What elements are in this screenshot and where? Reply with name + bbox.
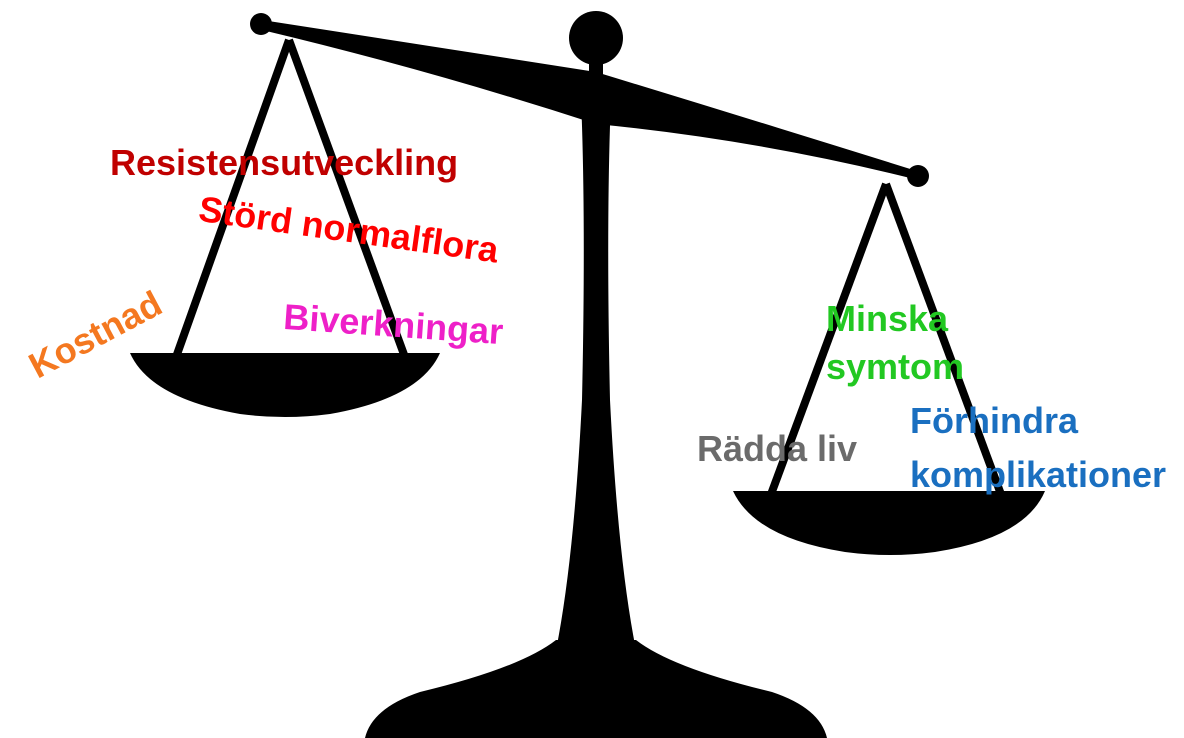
label-forhindra-line-1: Förhindra [910, 400, 1078, 441]
beam-end-right [907, 165, 929, 187]
scale-base [365, 640, 827, 738]
label-forhindra-line-2: komplikationer [910, 454, 1167, 495]
scale-beam [262, 20, 920, 180]
label-minska-line-1: Minska [826, 298, 949, 339]
label-radda-liv: Rädda liv [697, 428, 858, 469]
label-minska-line-2: symtom [826, 346, 965, 387]
beam-end-left [250, 13, 272, 35]
left-pan-string-left [171, 38, 293, 362]
scale-pillar [556, 98, 636, 650]
left-pan-string-right [285, 38, 410, 362]
right-pan-string-right [882, 182, 1006, 499]
scale-finial [569, 11, 623, 65]
right-pan-string-left [766, 182, 890, 499]
label-forhindra-komplikationer: Förhindra komplikationer [910, 394, 1166, 502]
label-minska-symtom: Minska symtom [826, 295, 964, 391]
right-pan [733, 491, 1045, 555]
left-pan [130, 353, 440, 417]
label-resistensutveckling: Resistensutveckling [110, 142, 459, 183]
